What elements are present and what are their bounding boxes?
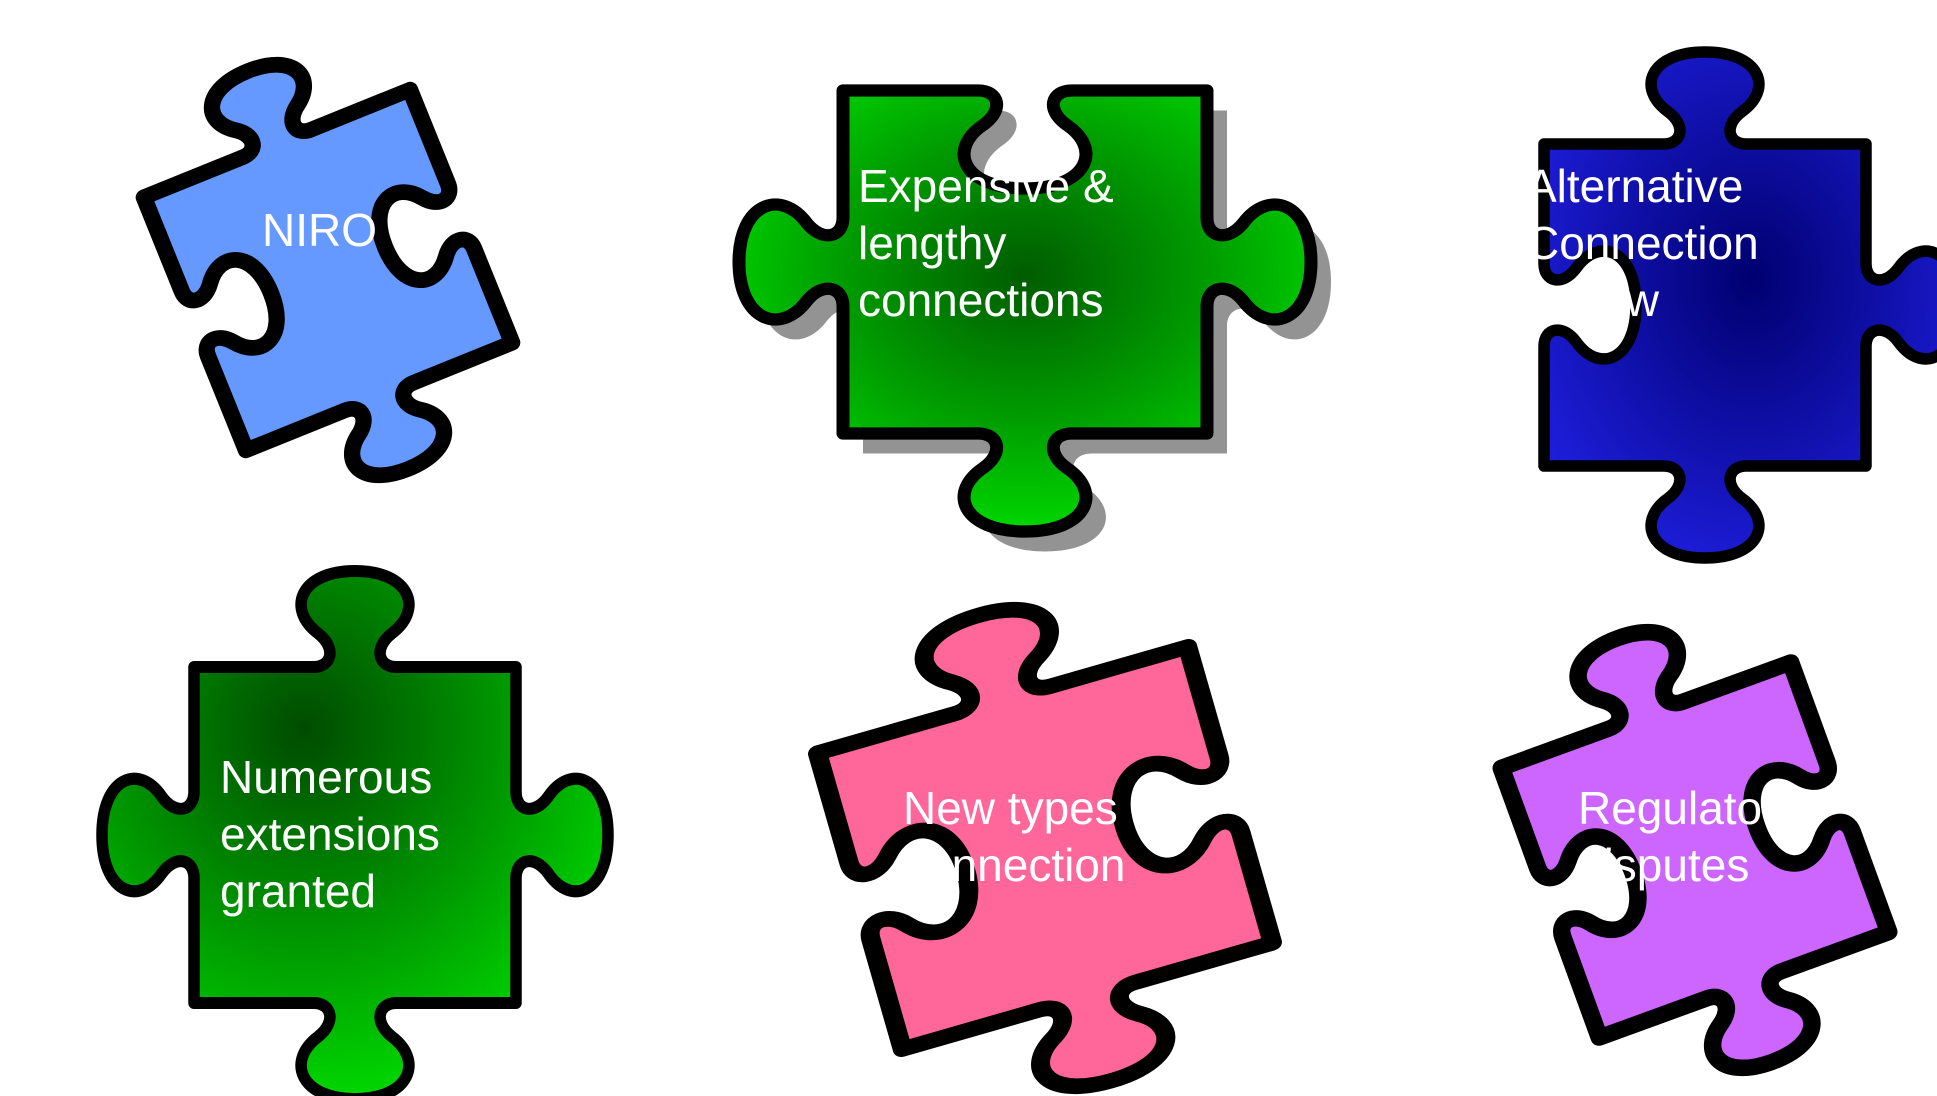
numerous-label-line-1: Numerous bbox=[220, 751, 433, 803]
alternative-label-line-1: Alternative bbox=[1526, 160, 1744, 212]
expensive-label: Expensive & lengthy connections bbox=[858, 158, 1114, 329]
regulatory-label-line-2: disputes bbox=[1578, 839, 1750, 891]
niro-piece-shape bbox=[115, 17, 542, 522]
expensive-label-line-2: lengthy bbox=[858, 217, 1007, 269]
niro-label-line: NIRO bbox=[262, 204, 377, 256]
newtypes-label-line-2: connection bbox=[903, 839, 1126, 891]
newtypes-label-line-1: New types of bbox=[903, 782, 1169, 834]
regulatory-label-line-1: Regulatory bbox=[1578, 782, 1801, 834]
numerous-label-line-3: granted bbox=[220, 865, 377, 917]
niro-piece bbox=[115, 17, 542, 522]
numerous-label-line-2: extensions bbox=[220, 808, 440, 860]
alternative-label: Alternative Connection review bbox=[1526, 158, 1759, 329]
alternative-label-line-3: review bbox=[1526, 274, 1659, 326]
numerous-label: Numerous extensions granted bbox=[220, 749, 440, 920]
niro-label: NIRO bbox=[262, 202, 377, 259]
alternative-label-line-2: Connection bbox=[1526, 217, 1759, 269]
newtypes-label: New types of connection bbox=[903, 780, 1169, 894]
expensive-label-line-3: connections bbox=[858, 274, 1104, 326]
expensive-label-line-1: Expensive & bbox=[858, 160, 1114, 212]
regulatory-label: Regulatory disputes bbox=[1578, 780, 1800, 894]
